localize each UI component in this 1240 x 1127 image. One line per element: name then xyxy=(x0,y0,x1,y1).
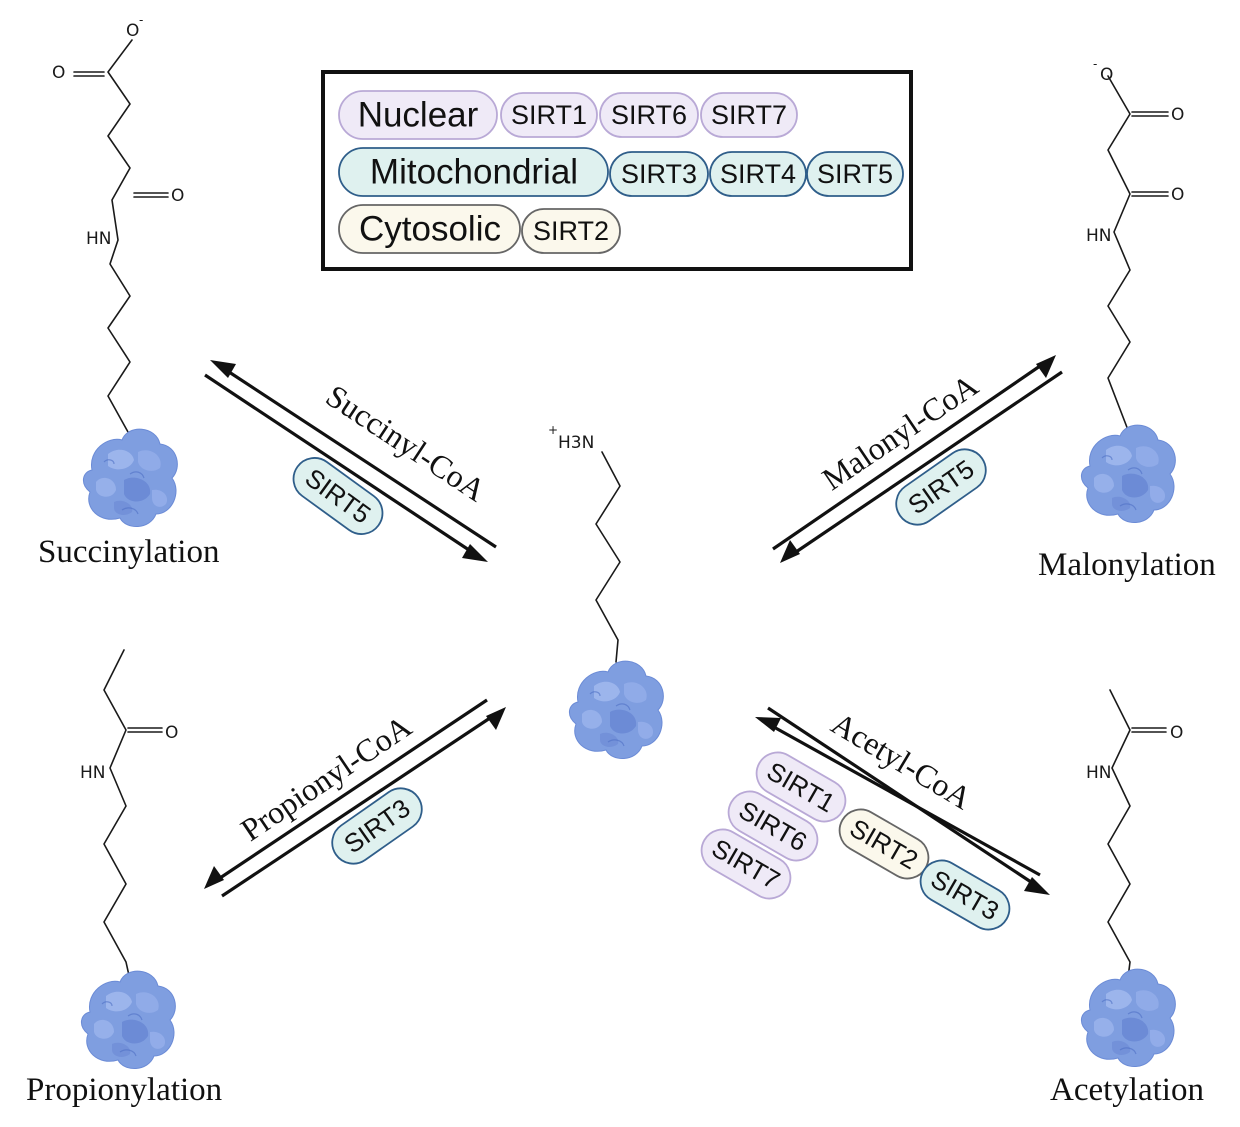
malonyl-lysine-structure: O - O O HN xyxy=(1080,57,1184,524)
atom-label: O xyxy=(165,723,178,743)
atom-charge: + xyxy=(548,423,558,437)
legend-row-nuclear: Nuclear SIRT1 SIRT6 SIRT7 xyxy=(338,90,798,140)
legend-sirt-label: SIRT5 xyxy=(817,159,893,189)
legend-sirt-label: SIRT2 xyxy=(533,216,609,246)
legend-sirt-pill xyxy=(709,151,807,197)
modification-label: Propionylation xyxy=(26,1072,222,1108)
protein-icon xyxy=(568,660,664,760)
protein-icon xyxy=(80,970,176,1070)
propionyl-lysine-structure: O HN xyxy=(80,649,178,1070)
legend-category-pill xyxy=(338,204,521,254)
legend-sirt-pill xyxy=(521,208,621,254)
legend-sirt-label: SIRT7 xyxy=(711,100,787,130)
legend-sirt-pill xyxy=(806,151,904,197)
succinyl-lysine-structure: O O - O HN xyxy=(52,13,184,528)
legend-box: Nuclear SIRT1 SIRT6 SIRT7 Mitochondrial … xyxy=(321,70,913,271)
legend-category-label: Cytosolic xyxy=(359,210,501,249)
legend-sirt-label: SIRT1 xyxy=(511,100,587,130)
legend-category-pill xyxy=(338,147,609,197)
protein-icon xyxy=(1080,424,1176,524)
arrow-pair-propionyl xyxy=(204,698,506,898)
atom-label: HN xyxy=(80,763,106,783)
atom-label: O xyxy=(126,21,139,41)
arrow-pair-malonyl xyxy=(772,355,1063,563)
atom-label: HN xyxy=(1086,226,1112,246)
legend-sirt-label: SIRT3 xyxy=(621,159,697,189)
sirt-pill: SIRT3 xyxy=(919,859,1011,931)
atom-label: O xyxy=(1171,105,1184,125)
legend-category-label: Mitochondrial xyxy=(370,153,578,192)
acetyl-lysine-structure: O HN xyxy=(1080,689,1183,1068)
legend-category-label: Nuclear xyxy=(358,96,479,135)
atom-label: O xyxy=(52,63,65,83)
legend-sirt-label: SIRT6 xyxy=(611,100,687,130)
legend-sirt-pill xyxy=(599,92,699,138)
legend-row-cytosolic: Cytosolic SIRT2 xyxy=(338,204,621,254)
legend-sirt-pill xyxy=(500,92,598,138)
protein-icon xyxy=(1080,968,1176,1068)
modification-label: Malonylation xyxy=(1038,547,1216,583)
sirt-pill: SIRT7 xyxy=(700,828,792,900)
center-lysine-structure: + H3N xyxy=(548,423,664,760)
legend-sirt-label: SIRT4 xyxy=(720,159,796,189)
atom-label: O xyxy=(171,186,184,206)
legend-sirt-pill xyxy=(700,92,798,138)
atom-label: HN xyxy=(86,229,112,249)
arrow-pair-succinyl xyxy=(204,360,497,562)
arrow-pair-acetyl xyxy=(755,706,1050,895)
amine-label: H3N xyxy=(558,433,594,453)
legend-row-mitochondrial: Mitochondrial SIRT3 SIRT4 SIRT5 xyxy=(338,147,904,197)
atom-label: O xyxy=(1100,65,1113,85)
atom-charge: - xyxy=(1093,57,1097,71)
sirt-pill: SIRT2 xyxy=(838,808,930,880)
modification-label: Succinylation xyxy=(38,534,219,570)
legend-sirt-pill xyxy=(609,151,709,197)
legend-category-pill xyxy=(338,90,498,140)
atom-label: O xyxy=(1171,185,1184,205)
sirt-pill: SIRT3 xyxy=(331,787,423,865)
atom-charge: - xyxy=(139,13,143,27)
modification-label: Acetylation xyxy=(1050,1072,1204,1108)
atom-label: HN xyxy=(1086,763,1112,783)
protein-icon xyxy=(82,428,178,528)
atom-label: O xyxy=(1170,723,1183,743)
